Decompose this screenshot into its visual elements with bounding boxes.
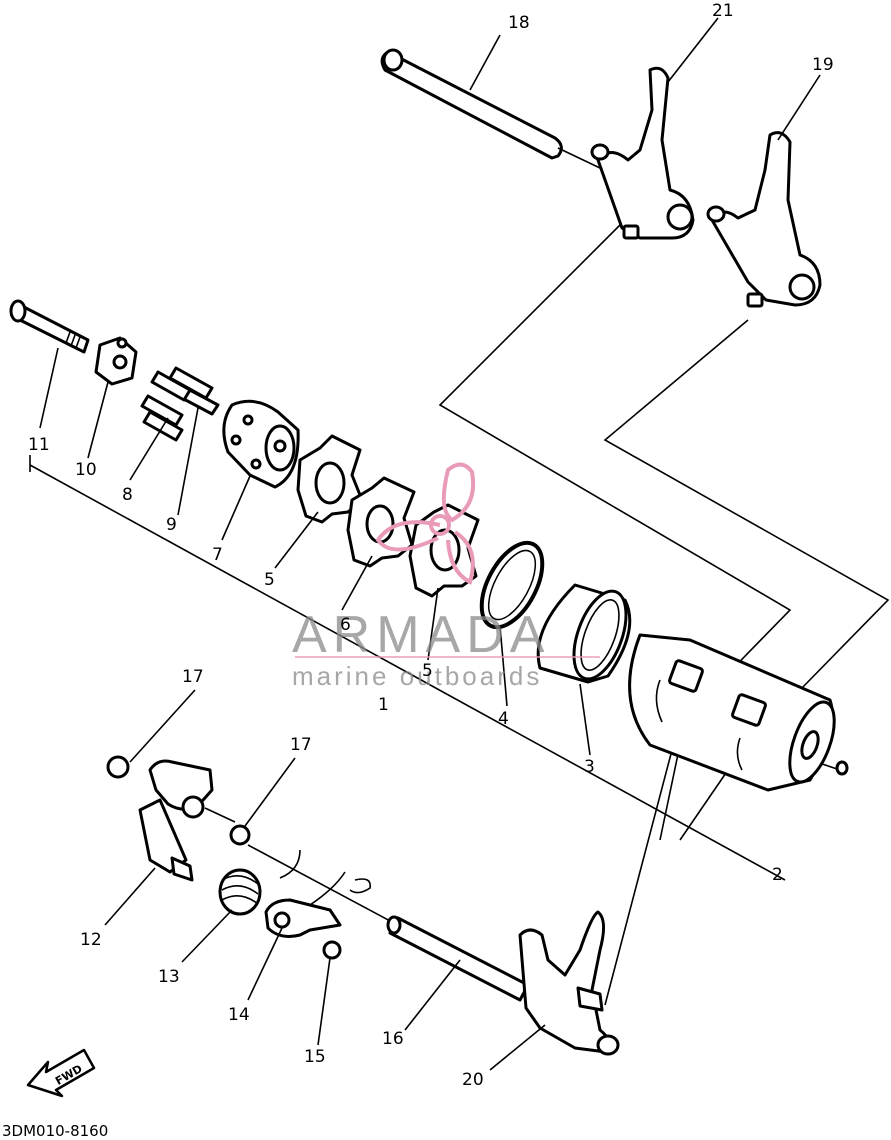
circlip-17a [106,755,130,779]
circlip-4 [479,540,545,630]
callout-labels: 18 21 19 11 10 8 9 7 5 6 5 1 4 3 2 17 17… [28,1,834,1090]
spring-13 [218,849,301,916]
callout-18: 18 [508,13,530,33]
callout-2: 2 [772,865,783,885]
drawing-code: 3DM010-8160 [2,1122,108,1140]
callout-21: 21 [712,1,734,21]
guide-bar-18 [380,48,601,169]
shift-shaft-16 [247,844,530,1002]
shift-fork-19 [706,131,822,308]
callout-5b: 5 [422,661,433,681]
arm-14 [264,871,372,938]
callout-4: 4 [498,709,509,729]
pins-9 [168,366,220,416]
callout-9: 9 [166,515,177,535]
callout-10: 10 [75,460,97,480]
callout-14: 14 [228,1005,250,1025]
callout-15: 15 [304,1047,326,1067]
shift-drum-2 [628,633,849,792]
watermark-brand: ARMADA [292,606,550,664]
callout-20: 20 [462,1070,484,1090]
callout-17b: 17 [290,735,312,755]
shift-fork-21 [590,66,695,240]
armada-logo-mark [375,462,475,585]
circlip-15 [322,940,342,960]
star-plate-5a [296,434,364,524]
callout-6: 6 [340,615,351,635]
drum-segment-7 [222,399,300,489]
callout-leaders [39,17,821,1071]
shift-lever-12 [138,759,236,882]
callout-8: 8 [122,485,133,505]
callout-16: 16 [382,1029,404,1049]
callout-5a: 5 [264,570,275,590]
callout-17a: 17 [182,667,204,687]
callout-11: 11 [28,435,50,455]
assembly-guides [29,224,890,1006]
bolt-11 [9,299,90,354]
callout-12: 12 [80,930,102,950]
callout-19: 19 [812,55,834,75]
bearing-3 [536,583,632,684]
callout-13: 13 [158,967,180,987]
segment-10 [94,336,138,386]
callout-1: 1 [378,695,389,715]
watermark-tagline: marine outboards [292,661,542,691]
fwd-arrow-icon: FWD [26,1048,96,1098]
callout-7: 7 [212,545,223,565]
circlip-17b [229,824,251,846]
callout-3: 3 [584,757,595,777]
shift-fork-20 [518,910,620,1056]
